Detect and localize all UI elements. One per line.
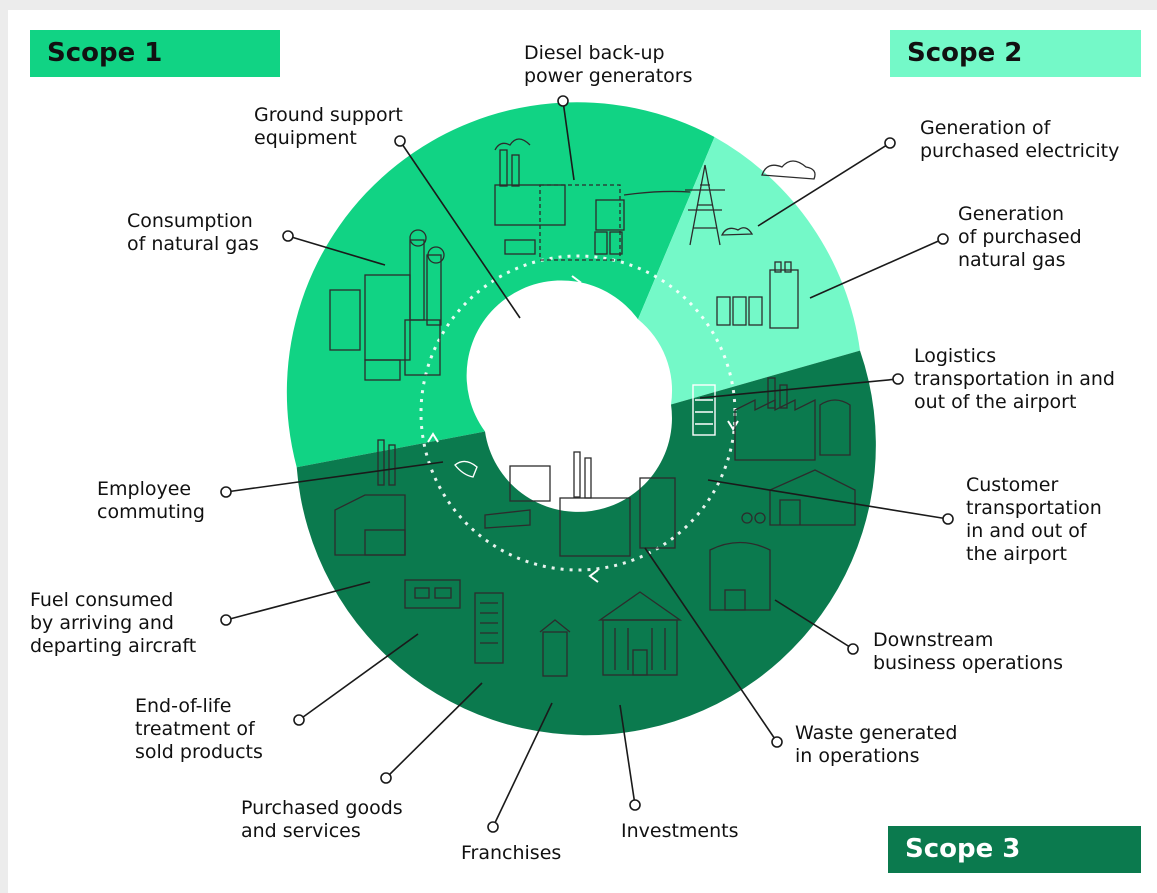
office-tower-icon xyxy=(474,592,504,664)
label-downstream: Downstream business operations xyxy=(873,629,1063,674)
ground-support-truck-icon xyxy=(507,297,576,339)
label-fuel-aircraft: Fuel consumed by arriving and departing … xyxy=(30,589,197,657)
leader-lines xyxy=(220,95,954,833)
factory-icon xyxy=(734,377,851,461)
scope3-badge: Scope 3 xyxy=(888,826,1141,873)
warehouse-icon xyxy=(741,469,856,526)
power-plant-icon xyxy=(494,138,625,261)
donut-hole xyxy=(486,321,670,505)
leader-ground-support xyxy=(394,135,521,319)
label-logistics: Logistics transportation in and out of t… xyxy=(914,345,1115,413)
illustrations xyxy=(329,138,856,677)
leader-end-of-life xyxy=(293,633,419,726)
leader-fuel xyxy=(220,581,371,626)
label-waste: Waste generated in operations xyxy=(795,722,958,767)
label-franchises: Franchises xyxy=(461,842,562,864)
gas-utility-icon xyxy=(716,261,799,329)
commuter-car-icon xyxy=(454,460,478,478)
label-purchased-natural-gas: Generation of purchased natural gas xyxy=(958,203,1082,271)
scope3-sector xyxy=(296,350,876,736)
airport-plant-icon xyxy=(484,451,676,557)
label-purchased-goods: Purchased goods and services xyxy=(241,797,403,842)
investment-bank-icon xyxy=(597,591,683,676)
donut-ring xyxy=(286,102,876,736)
leader-investments xyxy=(619,704,641,811)
power-pylon-icon xyxy=(623,160,816,246)
leader-purchased-goods xyxy=(380,682,483,784)
leader-employee xyxy=(220,461,444,498)
leader-franchises xyxy=(487,702,553,833)
aircraft-fuel-plant-icon xyxy=(334,439,406,556)
label-end-of-life: End-of-life treatment of sold products xyxy=(135,695,263,763)
leader-logistics xyxy=(699,373,904,399)
cycle-arrow-right xyxy=(727,420,739,431)
cycle-arrow-bottom xyxy=(588,569,599,583)
franchise-store-icon xyxy=(539,619,571,677)
label-investments: Investments xyxy=(621,820,739,842)
label-purchased-electricity: Generation of purchased electricity xyxy=(920,117,1120,162)
label-natural-gas: Consumption of natural gas xyxy=(127,210,259,255)
leader-customer xyxy=(707,479,954,525)
leader-electricity xyxy=(757,137,896,227)
cycle-arrow-top xyxy=(571,275,582,289)
scope1-badge: Scope 1 xyxy=(30,30,280,77)
label-ground-support: Ground support equipment xyxy=(254,104,403,149)
downstream-building-icon xyxy=(709,541,771,611)
leader-natural-gas xyxy=(282,230,386,266)
gas-facility-icon xyxy=(329,229,445,381)
label-employee-commuting: Employee commuting xyxy=(97,478,205,523)
recycling-shop-icon xyxy=(404,579,461,609)
leader-downstream xyxy=(774,599,859,655)
cycle-arrow-left xyxy=(427,432,439,443)
leader-waste xyxy=(644,547,783,748)
label-customer-transport: Customer transportation in and out of th… xyxy=(966,474,1102,565)
label-diesel: Diesel back-up power generators xyxy=(524,42,693,87)
leader-purchased-gas xyxy=(809,233,949,299)
scope2-badge: Scope 2 xyxy=(890,30,1141,77)
scope1-sector xyxy=(286,102,715,468)
scope2-sector xyxy=(638,137,860,405)
leader-diesel xyxy=(557,95,575,181)
logistics-vehicle-icon xyxy=(692,384,716,436)
